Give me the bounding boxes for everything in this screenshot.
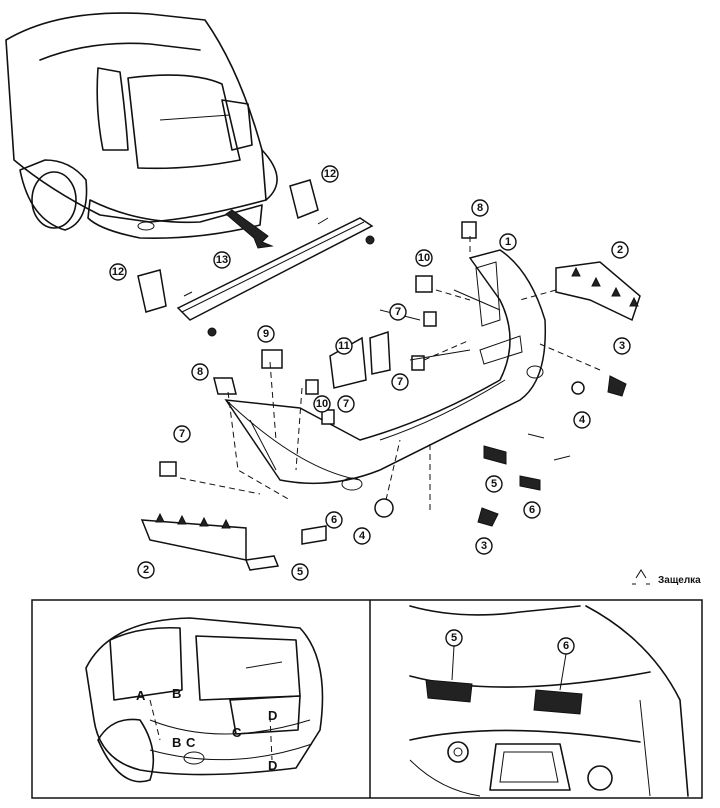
svg-text:6: 6 [529, 504, 535, 516]
callout-6b: 6 [325, 511, 343, 529]
svg-text:12: 12 [112, 266, 124, 278]
svg-text:5: 5 [297, 566, 303, 578]
svg-text:8: 8 [197, 366, 203, 378]
callout-10a: 10 [415, 249, 433, 267]
callout-4a: 4 [573, 411, 591, 429]
callout-11: 11 [335, 337, 353, 355]
reinforcement-beam [137, 179, 375, 337]
callout-5b: 5 [291, 563, 309, 581]
svg-text:4: 4 [359, 530, 366, 542]
callout-7b: 7 [391, 373, 409, 391]
svg-text:12: 12 [324, 168, 336, 180]
svg-text:7: 7 [395, 306, 401, 318]
callout-8b: 8 [191, 363, 209, 381]
inset-letter-c-left: C [186, 735, 196, 750]
svg-text:2: 2 [617, 244, 623, 256]
callout-1: 1 [499, 233, 517, 251]
svg-text:3: 3 [619, 340, 625, 352]
inset-letter-d-bottom: D [268, 758, 277, 773]
inset-letter-b-top: B [172, 686, 181, 701]
svg-text:2: 2 [143, 564, 149, 576]
svg-text:1: 1 [505, 236, 511, 248]
small-parts [159, 221, 627, 571]
inset-vehicle-view [85, 617, 324, 783]
callout-2a: 2 [611, 241, 629, 259]
svg-text:5: 5 [451, 632, 457, 644]
svg-text:6: 6 [331, 514, 337, 526]
inset-callout-5: 5 [445, 629, 463, 647]
callout-13: 13 [213, 251, 231, 269]
callout-7a: 7 [389, 303, 407, 321]
vehicle-rear-view [5, 12, 278, 249]
callout-12b: 12 [109, 263, 127, 281]
svg-text:8: 8 [477, 202, 483, 214]
callout-3a: 3 [613, 337, 631, 355]
svg-text:4: 4 [579, 414, 586, 426]
svg-text:7: 7 [343, 398, 349, 410]
callout-10b: 10 [313, 395, 331, 413]
inset-frame [31, 599, 703, 799]
svg-text:10: 10 [418, 252, 430, 264]
side-bracket-right [555, 261, 641, 322]
callout-6a: 6 [523, 501, 541, 519]
inset-letter-c-right: C [232, 725, 242, 740]
svg-text:11: 11 [338, 340, 350, 352]
clip-label: Защелка [658, 575, 701, 586]
side-bracket-left [140, 512, 247, 561]
svg-text:5: 5 [491, 478, 497, 490]
inset-leader-6 [559, 653, 567, 691]
inset-letter-d-top: D [268, 708, 277, 723]
callout-2b: 2 [137, 561, 155, 579]
callout-5a: 5 [485, 475, 503, 493]
clip-legend: Защелка [632, 569, 701, 586]
svg-text:9: 9 [263, 328, 269, 340]
inset-leader-5 [451, 645, 455, 681]
leader-lines [179, 236, 601, 510]
svg-text:7: 7 [179, 428, 185, 440]
callout-7d: 7 [173, 425, 191, 443]
bumper-cover [224, 249, 547, 491]
callout-12a: 12 [321, 165, 339, 183]
callout-9: 9 [257, 325, 275, 343]
svg-text:3: 3 [481, 540, 487, 552]
callout-3b: 3 [475, 537, 493, 555]
inset-closeup-view [409, 605, 689, 797]
callout-7c: 7 [337, 395, 355, 413]
callout-8a: 8 [471, 199, 489, 217]
svg-text:10: 10 [316, 398, 328, 410]
inset-letter-b-bottom: B [172, 735, 181, 750]
svg-text:7: 7 [397, 376, 403, 388]
callout-4b: 4 [353, 527, 371, 545]
inset-callout-6: 6 [557, 637, 575, 655]
inset-letter-a: A [136, 688, 146, 703]
svg-text:6: 6 [563, 640, 569, 652]
svg-text:13: 13 [216, 254, 228, 266]
